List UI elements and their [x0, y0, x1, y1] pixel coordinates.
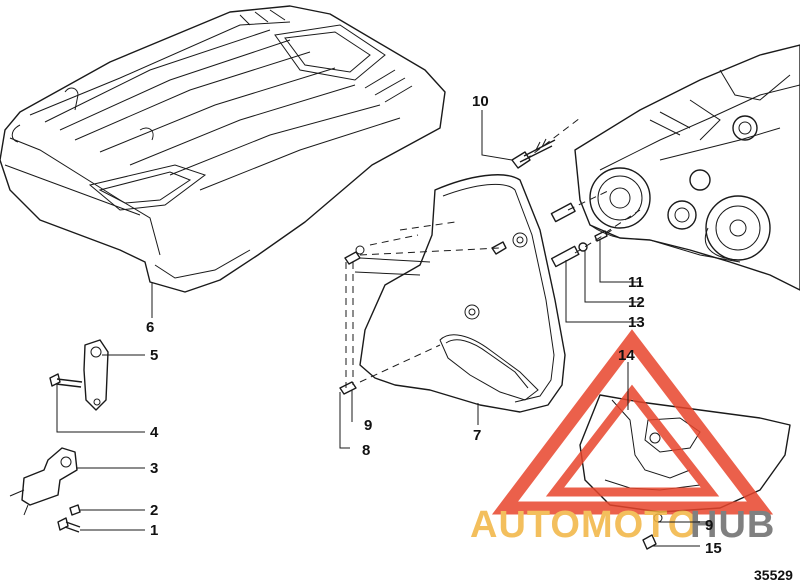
callout-12: 12	[628, 294, 645, 311]
watermark-text-primary: AUTOMOTO	[470, 504, 698, 546]
figure-number: 35529	[754, 567, 793, 583]
engine-cover	[0, 5, 446, 293]
callout-6: 6	[146, 319, 154, 336]
callout-3: 3	[150, 460, 158, 477]
callout-10: 10	[472, 93, 489, 110]
callout-8: 8	[362, 442, 370, 459]
callout-11: 11	[628, 274, 644, 291]
engine-front-assembly	[574, 44, 800, 291]
bracket-upper	[49, 339, 109, 411]
callout-9-right: 9	[705, 517, 713, 534]
callout-5: 5	[150, 347, 158, 364]
callout-15: 15	[705, 540, 722, 557]
callout-labels: 1 2 3 4 5 6 7 8 9 10 11 12 13 14 9 15	[146, 93, 722, 557]
callout-4: 4	[150, 424, 159, 441]
leader-lines	[56, 110, 700, 547]
belt-cover	[354, 174, 566, 413]
callout-1: 1	[150, 522, 158, 539]
watermark-triangle-outer	[491, 329, 774, 515]
callout-9-left: 9	[364, 417, 372, 434]
assembly-lines	[345, 117, 641, 388]
callout-13: 13	[628, 314, 645, 331]
watermark-text-secondary: HUB	[690, 504, 775, 546]
callout-2: 2	[150, 502, 158, 519]
bracket-lower	[9, 447, 81, 533]
callout-7: 7	[473, 427, 481, 444]
watermark-triangle-inner	[545, 384, 720, 497]
watermark-logo: AUTOMOTO HUB	[470, 329, 775, 546]
lower-cover	[579, 394, 791, 550]
callout-14: 14	[618, 347, 635, 364]
